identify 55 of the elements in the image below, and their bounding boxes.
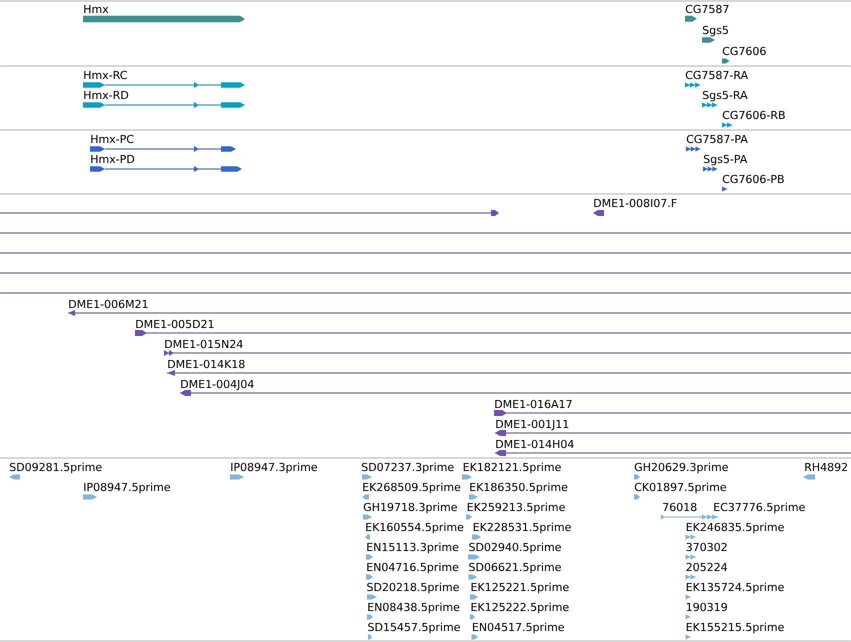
- feature-label: Hmx-RC: [84, 70, 127, 80]
- feature-label: GH19718.3prime: [364, 502, 457, 514]
- feature-label: EK259213.5prime: [468, 502, 565, 514]
- feature-label: CG7587-RA: [686, 70, 748, 80]
- feature-label: SD09281.5prime: [10, 462, 102, 474]
- feature-label: IP08947.5prime: [84, 482, 170, 494]
- feature-label: EK160554.5prime: [366, 522, 464, 534]
- feature-label: Sgs5-PA: [704, 154, 748, 166]
- feature-label: 76018: [663, 502, 696, 512]
- feature-label: RH4892: [805, 462, 847, 472]
- feature-label: DME1-014H04: [496, 440, 574, 448]
- feature-label: 370302: [686, 542, 727, 552]
- feature-label: CG7587: [686, 4, 728, 14]
- feature-label: EK246835.5prime: [686, 522, 784, 534]
- feature-label: DME1-006M21: [69, 300, 148, 308]
- feature-label: CK01897.5prime: [634, 482, 726, 494]
- feature-label: SD06621.5prime: [469, 562, 561, 574]
- feature-label: EK125222.5prime: [472, 602, 569, 614]
- feature-label: EK125221.5prime: [472, 582, 569, 594]
- feature-label: EK228531.5prime: [474, 522, 571, 534]
- feature-label: EK155215.5prime: [686, 622, 784, 634]
- feature-label: EN08438.5prime: [368, 602, 460, 614]
- feature-label: CG7606-RB: [722, 110, 785, 120]
- feature-label: SD07237.3prime: [362, 462, 454, 474]
- feature-label: EK135724.5prime: [686, 582, 784, 594]
- feature-label: CG7606-PB: [722, 174, 784, 184]
- feature-label: SD20218.5prime: [367, 582, 459, 594]
- feature-label: SD02940.5prime: [469, 542, 561, 554]
- feature-label: DME1-005D21: [136, 320, 214, 328]
- feature-label: EK268509.5prime: [363, 482, 460, 494]
- feature-label: 190319: [686, 602, 727, 612]
- feature-label: DME1-004J04: [181, 380, 254, 390]
- feature-label: Hmx: [84, 4, 108, 13]
- feature-label: IP08947.3prime: [231, 462, 318, 474]
- feature-label: DME1-016A17: [495, 400, 572, 408]
- feature-label: DME1-008I07.F: [594, 198, 676, 208]
- feature-label: CG7606: [722, 46, 766, 56]
- feature-label: DME1-001J11: [496, 420, 568, 430]
- feature-label: EN04716.5prime: [367, 562, 458, 574]
- feature-label: EN15113.3prime: [367, 542, 458, 554]
- feature-label: EC37776.5prime: [714, 502, 805, 514]
- feature-label: Sgs5: [702, 26, 728, 36]
- feature-label: EK182121.5prime: [464, 462, 561, 474]
- feature-label: Hmx-PC: [91, 134, 134, 144]
- feature-label: DME1-014K18: [168, 360, 245, 368]
- feature-label: CG7587-PA: [686, 134, 748, 144]
- feature-label: EN04517.5prime: [472, 622, 564, 634]
- feature-label: Sgs5-RA: [702, 90, 748, 102]
- feature-label: 205224: [686, 562, 728, 572]
- feature-label: GH20629.3prime: [634, 462, 728, 474]
- feature-label: SD15457.5prime: [368, 622, 460, 634]
- feature-label: EK186350.5prime: [470, 482, 568, 494]
- feature-label: DME1-015N24: [165, 340, 243, 348]
- feature-label: Hmx-PD: [91, 154, 134, 163]
- feature-label: Hmx-RD: [84, 90, 128, 99]
